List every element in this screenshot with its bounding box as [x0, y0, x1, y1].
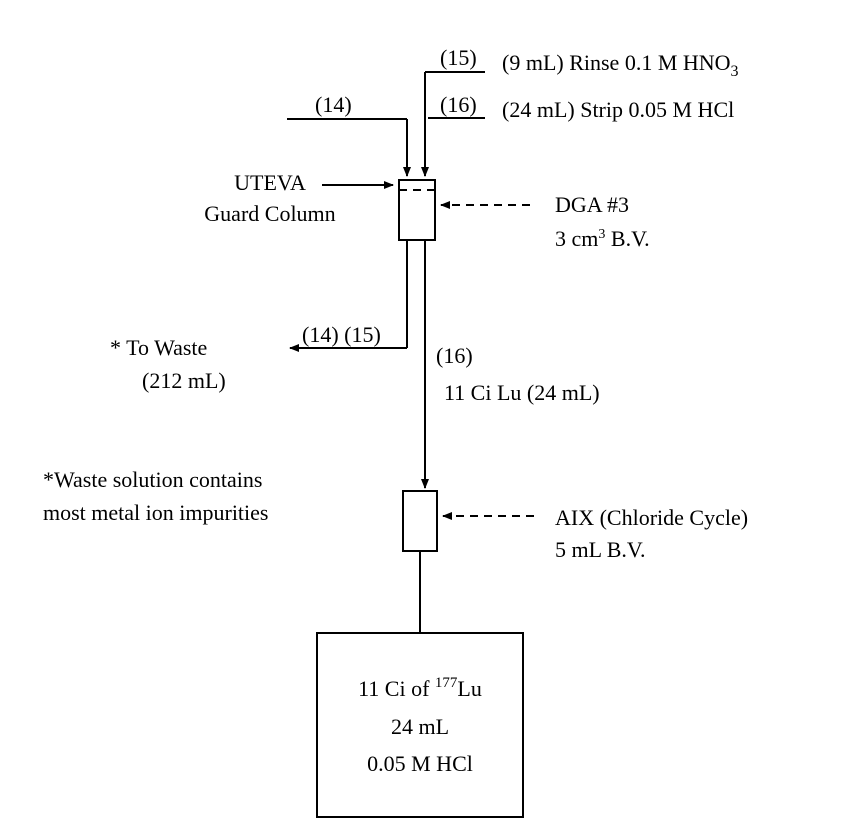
dga-label-1: DGA #3 — [555, 192, 629, 217]
rinse-label: (9 mL) Rinse 0.1 M HNO3 — [502, 50, 739, 80]
stream-14-15-label: (14) (15) — [302, 322, 381, 347]
product-line-1: 11 Ci of 177Lu — [358, 675, 482, 701]
stream-16-label: (16) — [440, 92, 477, 117]
dga-label-2: 3 cm3 B.V. — [555, 226, 650, 251]
flow-label: 11 Ci Lu (24 mL) — [444, 380, 600, 405]
product-line-3: 0.05 M HCl — [367, 751, 473, 776]
aix-label-2: 5 mL B.V. — [555, 537, 645, 562]
stream-16-mid-label: (16) — [436, 343, 473, 368]
strip-label: (24 mL) Strip 0.05 M HCl — [502, 97, 734, 122]
aix-column — [402, 490, 438, 552]
note-line-2: most metal ion impurities — [43, 500, 268, 525]
product-line-2: 24 mL — [391, 714, 449, 739]
guard-label-1: UTEVA — [234, 170, 306, 195]
note-line-1: *Waste solution contains — [43, 467, 262, 492]
guard-label-2: Guard Column — [204, 201, 335, 226]
waste-label-2: (212 mL) — [142, 368, 226, 393]
stream-14-label: (14) — [315, 92, 352, 117]
aix-label-1: AIX (Chloride Cycle) — [555, 505, 748, 530]
product-box — [316, 632, 524, 818]
stream-15-label: (15) — [440, 45, 477, 70]
waste-label-1: * To Waste — [110, 335, 207, 360]
